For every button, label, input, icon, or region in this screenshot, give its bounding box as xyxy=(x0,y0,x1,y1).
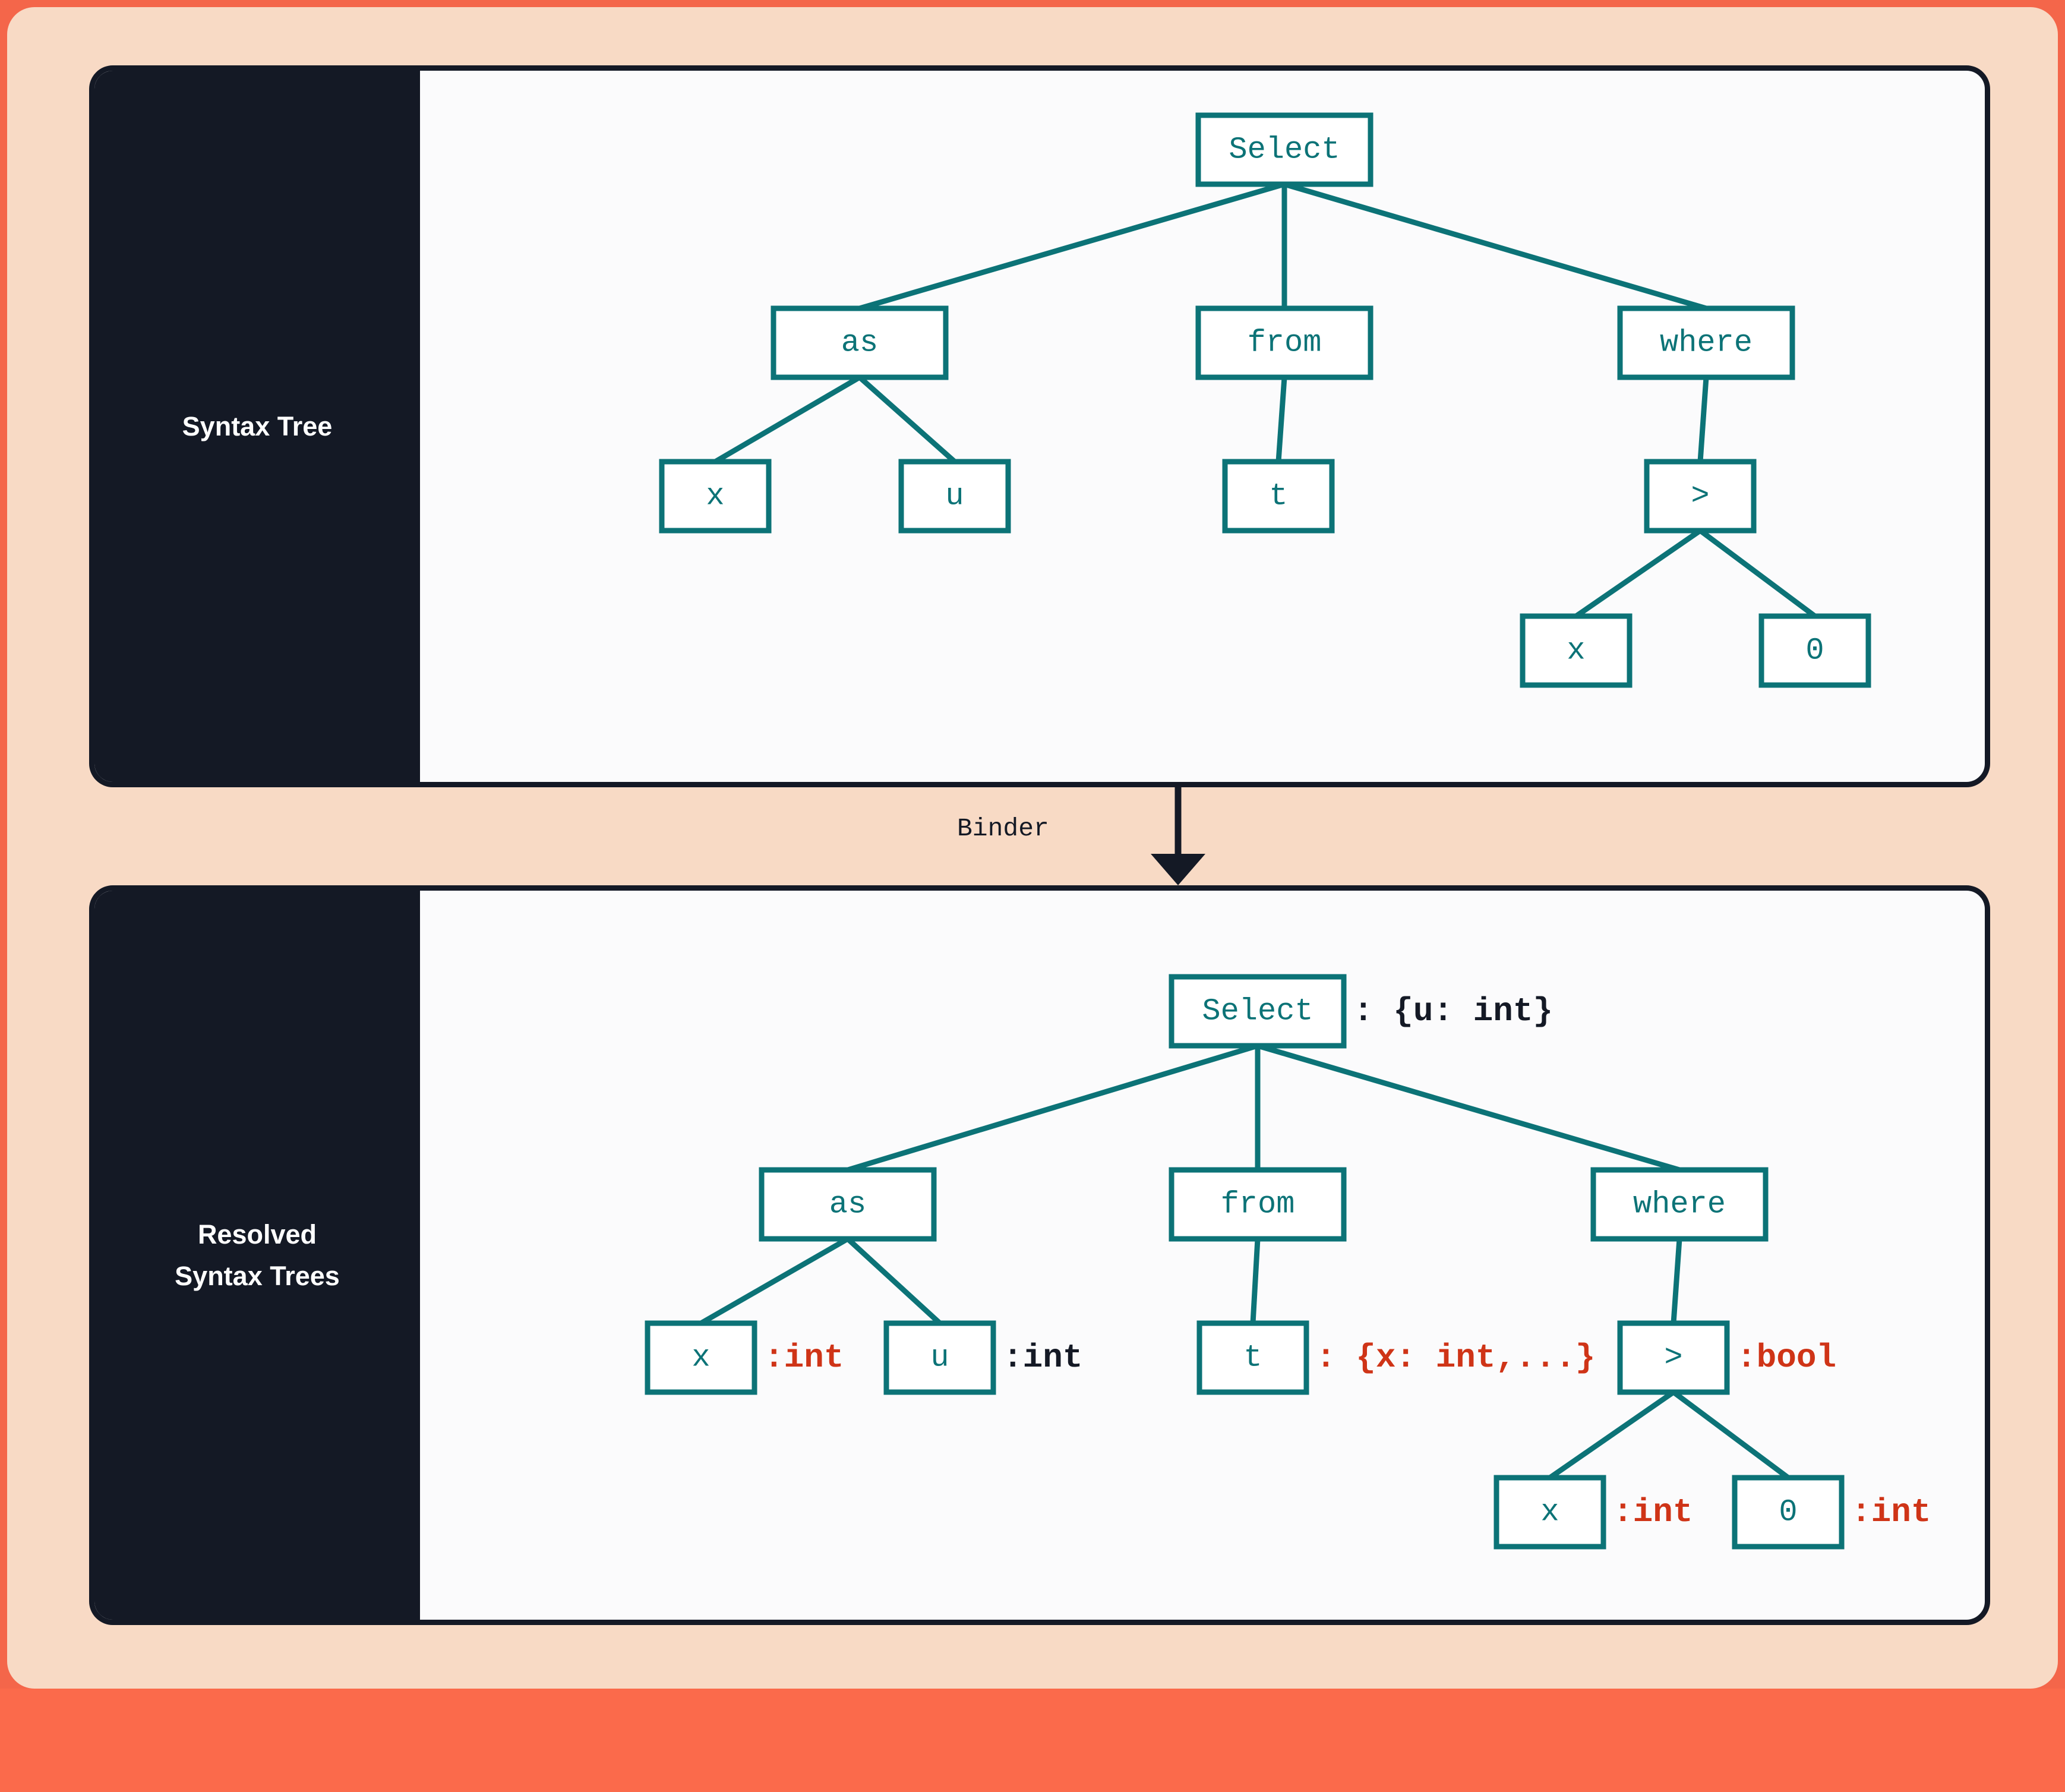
tree-node-gt-0[interactable]: 0 :int xyxy=(1732,1475,1931,1550)
tree-node-from[interactable]: from xyxy=(1169,1167,1347,1242)
node-label-gt-x: x xyxy=(1567,633,1585,668)
node-label-from: from xyxy=(1221,1187,1295,1222)
tree-edge-where-to-gt xyxy=(1671,1238,1682,1324)
tree-node-gt[interactable]: > xyxy=(1644,459,1757,534)
arrow-down-icon xyxy=(1151,787,1205,885)
tree-node-from-t[interactable]: t xyxy=(1222,459,1335,534)
tree-node-from-t[interactable]: t : {x: int,...} xyxy=(1196,1320,1595,1395)
tree-node-select[interactable]: Select xyxy=(1195,112,1373,187)
node-label-from-t: t xyxy=(1269,479,1287,514)
node-box-from xyxy=(1169,1167,1347,1242)
panel-syntax-tree-title: Syntax Tree xyxy=(182,411,333,441)
tree-edge-select-to-as xyxy=(858,181,1286,311)
tree-node-gt-x[interactable]: x :int xyxy=(1494,1475,1693,1550)
tree-node-where[interactable]: where xyxy=(1617,305,1795,380)
tree-node-where[interactable]: where xyxy=(1590,1167,1769,1242)
tree-edge-gt-to-gt-x xyxy=(1548,1390,1675,1480)
tree-node-gt-0[interactable]: 0 xyxy=(1758,613,1871,688)
node-label-from: from xyxy=(1248,326,1322,361)
tree-node-as[interactable]: as xyxy=(759,1167,937,1242)
node-box-where xyxy=(1617,305,1795,380)
tree-syntax-tree: Select as from where x u t > x 0 xyxy=(659,112,1871,688)
node-box-gt xyxy=(1644,459,1757,534)
tree-node-as-u[interactable]: u xyxy=(898,459,1011,534)
binder-label: Binder xyxy=(957,814,1049,843)
tree-node-select[interactable]: Select : {u: int} xyxy=(1169,974,1553,1049)
node-label-as-x: x xyxy=(706,479,724,514)
node-box-as-x xyxy=(645,1320,757,1395)
tree-edge-gt-to-gt-0 xyxy=(1698,528,1817,619)
node-label-as-u: u xyxy=(930,1340,949,1375)
node-label-gt-x: x xyxy=(1540,1495,1559,1530)
panel-syntax-tree: Syntax Tree Select as from where x u t > x 0 xyxy=(89,65,1990,787)
tree-edge-from-to-from-t xyxy=(1275,377,1287,462)
node-box-as-x xyxy=(659,459,772,534)
node-label-where: where xyxy=(1660,326,1753,361)
node-label-gt: > xyxy=(1691,479,1709,514)
node-label-from-t: t xyxy=(1243,1340,1262,1375)
binder-transition xyxy=(89,787,1990,885)
node-box-as xyxy=(759,1167,937,1242)
tree-node-as-u[interactable]: u :int xyxy=(883,1320,1082,1395)
node-box-where xyxy=(1590,1167,1769,1242)
tree-edges xyxy=(699,1043,1790,1480)
tree-edge-gt-to-gt-0 xyxy=(1672,1390,1790,1480)
node-box-from xyxy=(1195,305,1373,380)
node-box-gt xyxy=(1617,1320,1730,1395)
tree-edge-from-to-from-t xyxy=(1250,1238,1261,1324)
panel-resolved-syntax-trees-title: Resolved Syntax Trees xyxy=(175,1219,340,1291)
node-type-annotation-select: : {u: int} xyxy=(1353,992,1553,1030)
tree-edge-where-to-gt xyxy=(1697,377,1709,462)
node-type-annotation-gt: :bool xyxy=(1736,1339,1836,1377)
tree-edges xyxy=(713,181,1817,619)
node-label-select: Select xyxy=(1202,994,1313,1029)
node-box-as-u xyxy=(883,1320,996,1395)
tree-edge-as-to-as-u xyxy=(845,1236,942,1326)
node-box-gt-0 xyxy=(1758,613,1871,688)
panel-resolved-syntax-trees: Resolved Syntax Trees Select : {u: int} as… xyxy=(89,885,1990,1625)
tree-node-gt[interactable]: > :bool xyxy=(1617,1320,1836,1395)
node-box-select xyxy=(1169,974,1347,1049)
node-type-annotation-as-u: :int xyxy=(1003,1339,1082,1377)
node-box-gt-0 xyxy=(1732,1475,1845,1550)
node-label-as: as xyxy=(829,1187,866,1222)
tree-edge-select-to-where xyxy=(1256,1043,1681,1173)
tree-node-as-x[interactable]: x :int xyxy=(645,1320,844,1395)
panel-resolved-syntax-trees-canvas: Select : {u: int} as from where x :int u :int t : … xyxy=(420,891,1985,1620)
tree-edge-as-to-as-x xyxy=(713,375,861,464)
node-label-as-u: u xyxy=(945,479,964,514)
node-box-gt-x xyxy=(1520,613,1633,688)
tree-resolved-syntax-trees: Select : {u: int} as from where x :int u :int t : … xyxy=(645,974,1931,1550)
tree-node-from[interactable]: from xyxy=(1195,305,1373,380)
tree-node-gt-x[interactable]: x xyxy=(1520,613,1633,688)
node-type-annotation-gt-x: :int xyxy=(1613,1493,1693,1531)
node-box-from-t xyxy=(1196,1320,1309,1395)
panel-syntax-tree-sidebar: Syntax Tree xyxy=(94,71,420,782)
node-label-as: as xyxy=(841,326,878,361)
node-label-gt-0: 0 xyxy=(1779,1495,1797,1530)
node-label-gt-0: 0 xyxy=(1805,633,1824,668)
node-box-select xyxy=(1195,112,1373,187)
node-type-annotation-gt-0: :int xyxy=(1851,1493,1931,1531)
tree-edge-as-to-as-u xyxy=(858,375,956,464)
node-box-as xyxy=(771,305,949,380)
tree-node-as[interactable]: as xyxy=(771,305,949,380)
panel-resolved-syntax-trees-sidebar: Resolved Syntax Trees xyxy=(94,891,420,1620)
tree-edge-select-to-where xyxy=(1283,181,1707,311)
node-label-as-x: x xyxy=(692,1340,710,1375)
tree-edge-select-to-as xyxy=(847,1043,1259,1173)
node-box-from-t xyxy=(1222,459,1335,534)
tree-edge-as-to-as-x xyxy=(699,1236,850,1326)
node-box-as-u xyxy=(898,459,1011,534)
node-label-gt: > xyxy=(1664,1340,1682,1375)
node-label-select: Select xyxy=(1229,132,1340,168)
node-type-annotation-as-x: :int xyxy=(764,1339,844,1377)
node-box-gt-x xyxy=(1494,1475,1606,1550)
panel-syntax-tree-canvas: Select as from where x u t > x 0 xyxy=(420,71,1985,782)
node-type-annotation-from-t: : {x: int,...} xyxy=(1316,1339,1595,1377)
tree-edge-gt-to-gt-x xyxy=(1574,528,1702,619)
tree-node-as-x[interactable]: x xyxy=(659,459,772,534)
node-label-where: where xyxy=(1633,1187,1726,1222)
footer-band: Binders Resolve Names and Check Types xyxy=(0,1689,2065,1792)
